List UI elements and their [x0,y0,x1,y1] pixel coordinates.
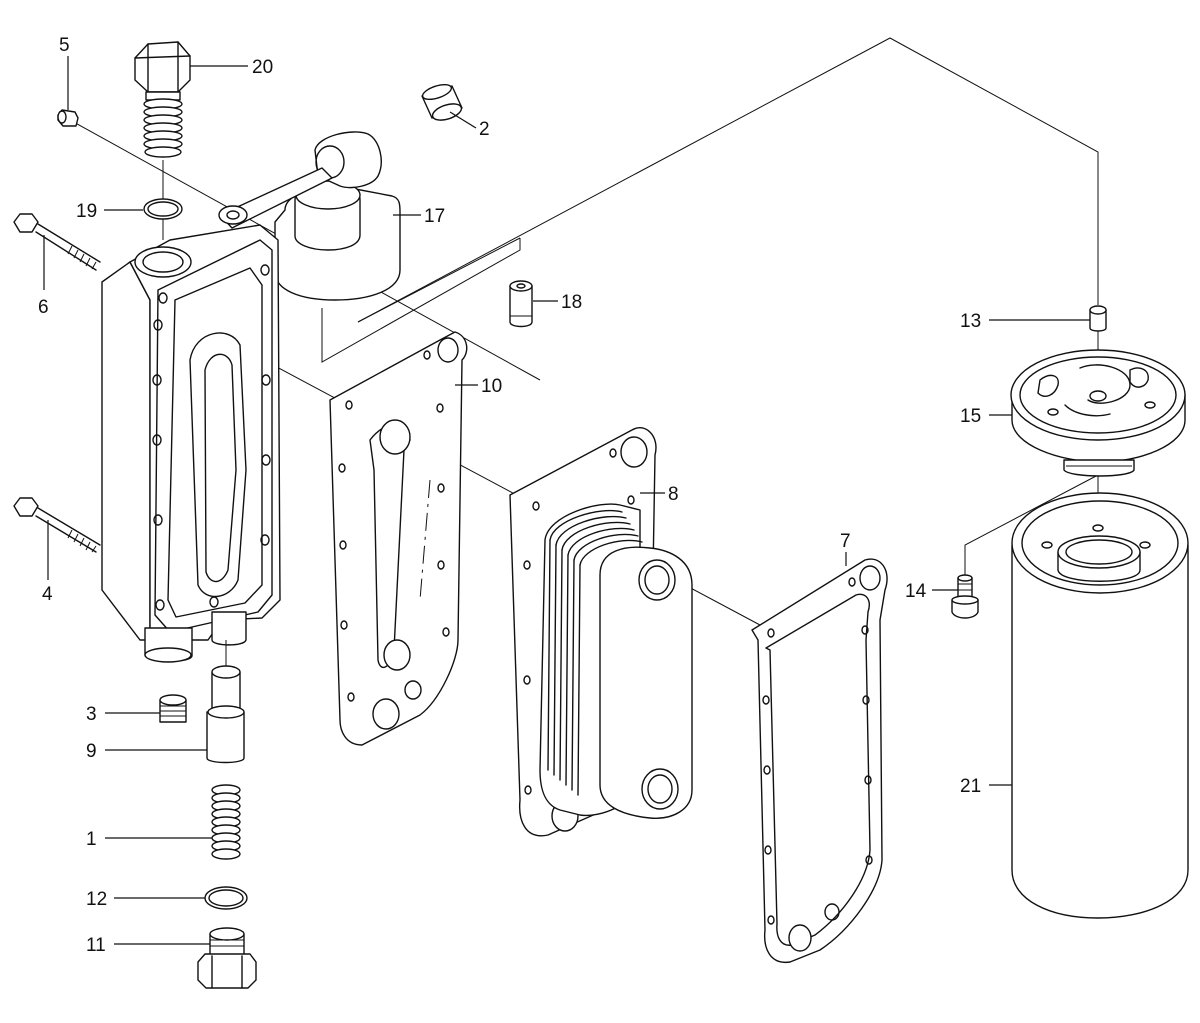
leader-lines [43,56,1090,945]
part-labels: 5 20 2 19 17 6 18 13 10 15 8 7 4 14 3 9 … [38,35,981,956]
part-8-oil-cooler-core [509,427,693,837]
label-part-9: 9 [86,741,97,762]
label-part-20: 20 [252,57,273,78]
label-part-21: 21 [960,776,981,797]
part-5-plug-screw [57,109,79,127]
label-part-1: 1 [86,829,97,850]
label-part-2: 2 [479,119,490,140]
label-part-7: 7 [840,531,851,552]
label-part-13: 13 [960,311,981,332]
part-9-valve-piston [206,640,245,764]
part-6-bolt [13,213,101,271]
part-4-bolt [13,497,101,553]
label-part-4: 4 [42,584,53,605]
label-part-15: 15 [960,406,981,427]
label-part-8: 8 [668,484,679,505]
label-part-3: 3 [86,704,97,725]
part-11-plug-bolt [197,927,257,989]
part-7-gasket [751,558,888,963]
part-14-bolt [951,574,979,619]
part-1-spring [211,784,241,860]
label-part-6: 6 [38,297,49,318]
part-3-plug [159,694,187,723]
label-part-18: 18 [561,292,582,313]
label-part-12: 12 [86,889,107,910]
part-18-sleeve [509,280,533,328]
label-part-19: 19 [76,201,97,222]
oil-cooler-housing-body [101,224,281,663]
part-17-filter-head-housing [218,131,401,301]
part-15-filter-adapter [1010,349,1186,477]
label-part-17: 17 [424,206,445,227]
label-part-14: 14 [905,581,927,602]
part-21-oil-filter-cartridge [1011,492,1189,919]
part-20-relief-valve-bolt [134,41,191,240]
part-2-cap-plug [421,83,463,121]
part-12-o-ring [204,886,248,910]
part-19-o-ring [143,198,183,220]
part-13-pin [1089,305,1107,332]
label-part-11: 11 [86,935,106,956]
label-part-10: 10 [481,376,502,397]
part-10-gasket [329,331,468,746]
label-part-5: 5 [59,35,70,56]
